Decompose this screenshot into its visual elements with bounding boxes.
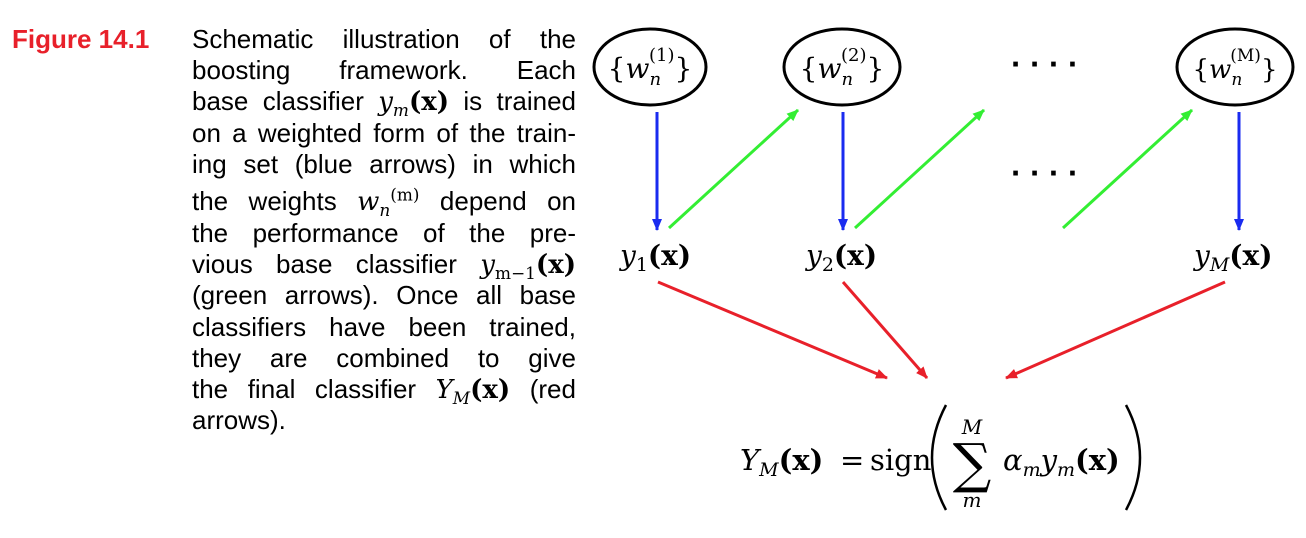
sum-upper-limit: M [961,415,983,439]
sum-lower-limit: m [963,488,982,512]
formula-left-paren [930,404,948,511]
caption-line: the final classifier YM(x) (red [192,373,576,409]
math-y-m-minus-1: ym−1(x) [480,250,576,284]
formula-sign: sign [870,443,931,477]
ellipsis-middle: · · · · [1011,159,1078,189]
svg-text:αmym(x): αmym(x) [1003,443,1120,481]
math-w-n-m: wn(m) [357,184,420,221]
caption-line: boosting framework. Each [192,55,576,86]
math-y-m: ym(x) [378,87,450,121]
svg-text:{wn(2)}: {wn(2)} [800,45,885,90]
weight-node-2: {wn(2)} [782,27,902,107]
formula-right-paren [1124,404,1142,511]
caption-line: arrows). [192,405,286,436]
weight-node-M: {wn(M)} [1175,27,1295,107]
caption-line: vious base classifier ym−1(x) [192,249,576,284]
math-Y-M: YM(x) [435,374,511,409]
svg-text:{wn(M)}: {wn(M)} [1193,46,1278,90]
green-arrow [667,108,800,230]
caption-line: (green arrows). Once all base [192,280,576,311]
caption-line: Schematic illustration of the [192,24,576,54]
caption-line: they are combined to give [192,342,576,373]
caption-line: ing set (blue arrows) in which [192,148,576,179]
green-arrow [853,108,986,230]
caption-line: base classifier ym(x) is trained [192,86,577,121]
final-formula: YM(x) = sign M ∑ m αmym(x) [740,404,1142,512]
svg-text:{wn(1)}: {wn(1)} [608,45,693,90]
classifier-y1: y1(x) [618,239,691,276]
caption-line: the performance of the pre- [192,217,576,248]
weight-node-1: {wn(1)} [592,27,708,107]
classifier-yM: yM(x) [1192,239,1273,276]
red-arrow [1005,280,1226,380]
classifier-y2: y2(x) [804,239,877,276]
figure-label: Figure 14.1 [12,24,150,54]
red-arrow [657,280,888,380]
svg-text:YM(x): YM(x) [740,443,823,481]
caption-line: on a weighted form of the train- [192,117,576,148]
formula-equals: = [840,443,864,477]
caption-line: classifiers have been trained, [192,311,576,342]
ellipsis-top: · · · · [1011,50,1078,80]
caption-line: the weights wn(m) depend on [192,184,577,221]
figure-caption: Schematic illustration of the boosting f… [192,24,576,436]
green-arrow [1061,108,1194,230]
red-arrow [841,281,929,379]
sum-symbol: ∑ [953,432,992,495]
